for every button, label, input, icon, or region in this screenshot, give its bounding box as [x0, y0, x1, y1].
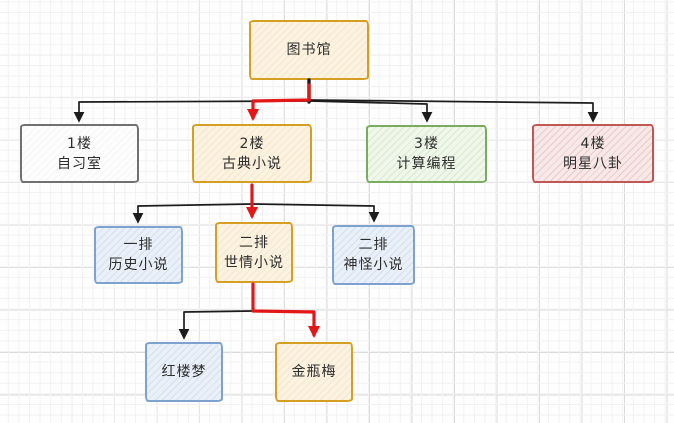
node-floor2-label: 古典小说	[222, 155, 282, 172]
node-row3-label: 二排	[358, 237, 389, 253]
connector-floor2-to-row3	[251, 203, 380, 223]
connector-row2-to-hongloumeng	[178, 310, 254, 340]
node-floor4[interactable]: 4楼明星八卦	[532, 124, 654, 183]
node-hongloumeng-label: 红楼梦	[161, 364, 207, 380]
node-floor4-label: 4楼	[580, 135, 606, 152]
connector-row2-to-jinpingmei-highlight	[251, 282, 320, 338]
node-row3-label: 神怪小说	[343, 257, 404, 273]
node-jinpingmei[interactable]: 金瓶梅	[275, 342, 353, 402]
node-floor2[interactable]: 2楼古典小说	[192, 124, 312, 183]
node-floor1-label: 自习室	[57, 155, 102, 172]
node-row3[interactable]: 二排神怪小说	[332, 225, 415, 285]
node-floor3[interactable]: 3楼计算编程	[366, 125, 487, 183]
node-floor1[interactable]: 1楼自习室	[20, 124, 139, 183]
node-floor3-label: 计算编程	[396, 156, 457, 172]
node-floor3-label: 3楼	[414, 136, 439, 152]
node-row1-label: 历史小说	[108, 257, 169, 273]
connector-floor2-to-row1	[132, 203, 253, 224]
node-row2-label: 二排	[239, 234, 269, 251]
connector-library-to-floor4	[309, 99, 599, 123]
node-floor1-label: 1楼	[67, 135, 92, 152]
node-row1[interactable]: 一排历史小说	[94, 226, 183, 284]
node-floor2-label: 2楼	[239, 135, 265, 152]
connector-library-to-floor3	[309, 100, 433, 123]
node-row1-label: 一排	[123, 237, 154, 253]
node-library-label: 图书馆	[286, 42, 332, 58]
node-jinpingmei-label: 金瓶梅	[291, 364, 337, 380]
node-row2-label: 世情小说	[224, 254, 284, 271]
connector-library-to-floor2-highlight	[247, 83, 311, 121]
connector-library-to-floor1	[73, 100, 310, 123]
node-library[interactable]: 图书馆	[249, 20, 369, 80]
node-hongloumeng[interactable]: 红楼梦	[145, 342, 223, 402]
node-floor4-label: 明星八卦	[563, 155, 623, 172]
node-row2[interactable]: 二排世情小说	[215, 222, 293, 283]
